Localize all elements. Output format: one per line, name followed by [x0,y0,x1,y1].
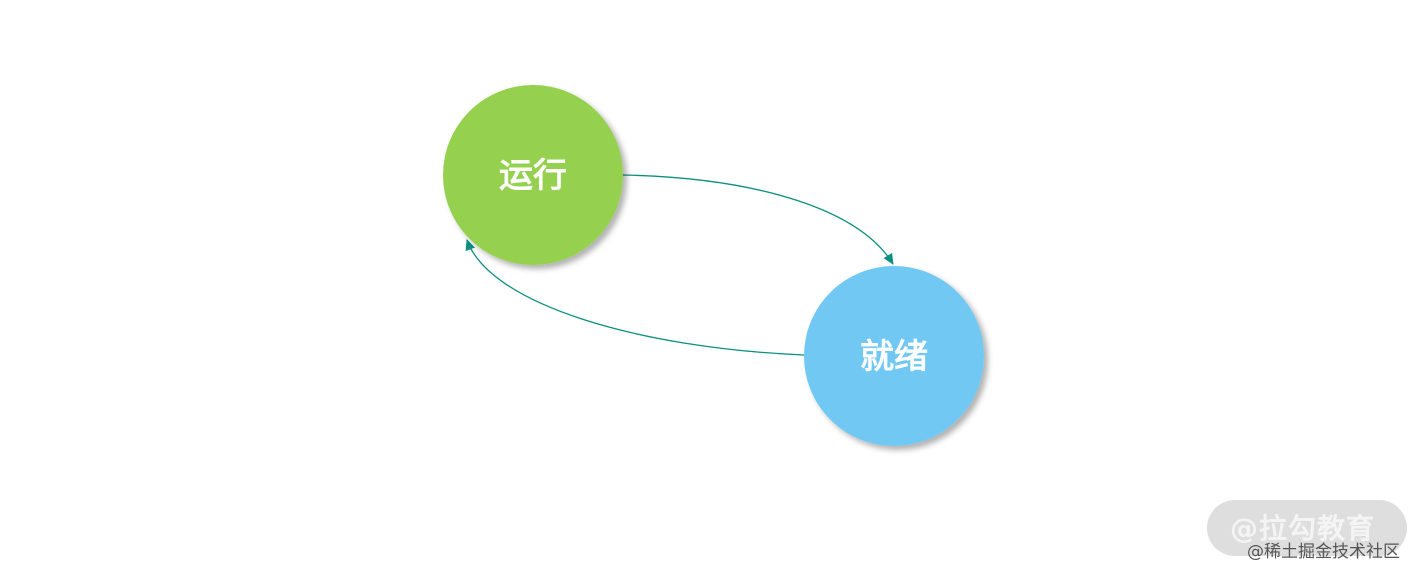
node-ready [804,266,984,446]
watermark-pill [1207,500,1407,556]
node-running [443,85,623,265]
edge-ready-to-running [465,239,805,356]
edge-running-to-ready [622,174,894,265]
node-ready-label: 就绪 [860,337,928,377]
node-running-label: 运行 [499,156,567,196]
watermark-main: @拉勾教育 [1230,512,1376,545]
watermark-sub: @稀土掘金技术社区 [1247,542,1400,562]
